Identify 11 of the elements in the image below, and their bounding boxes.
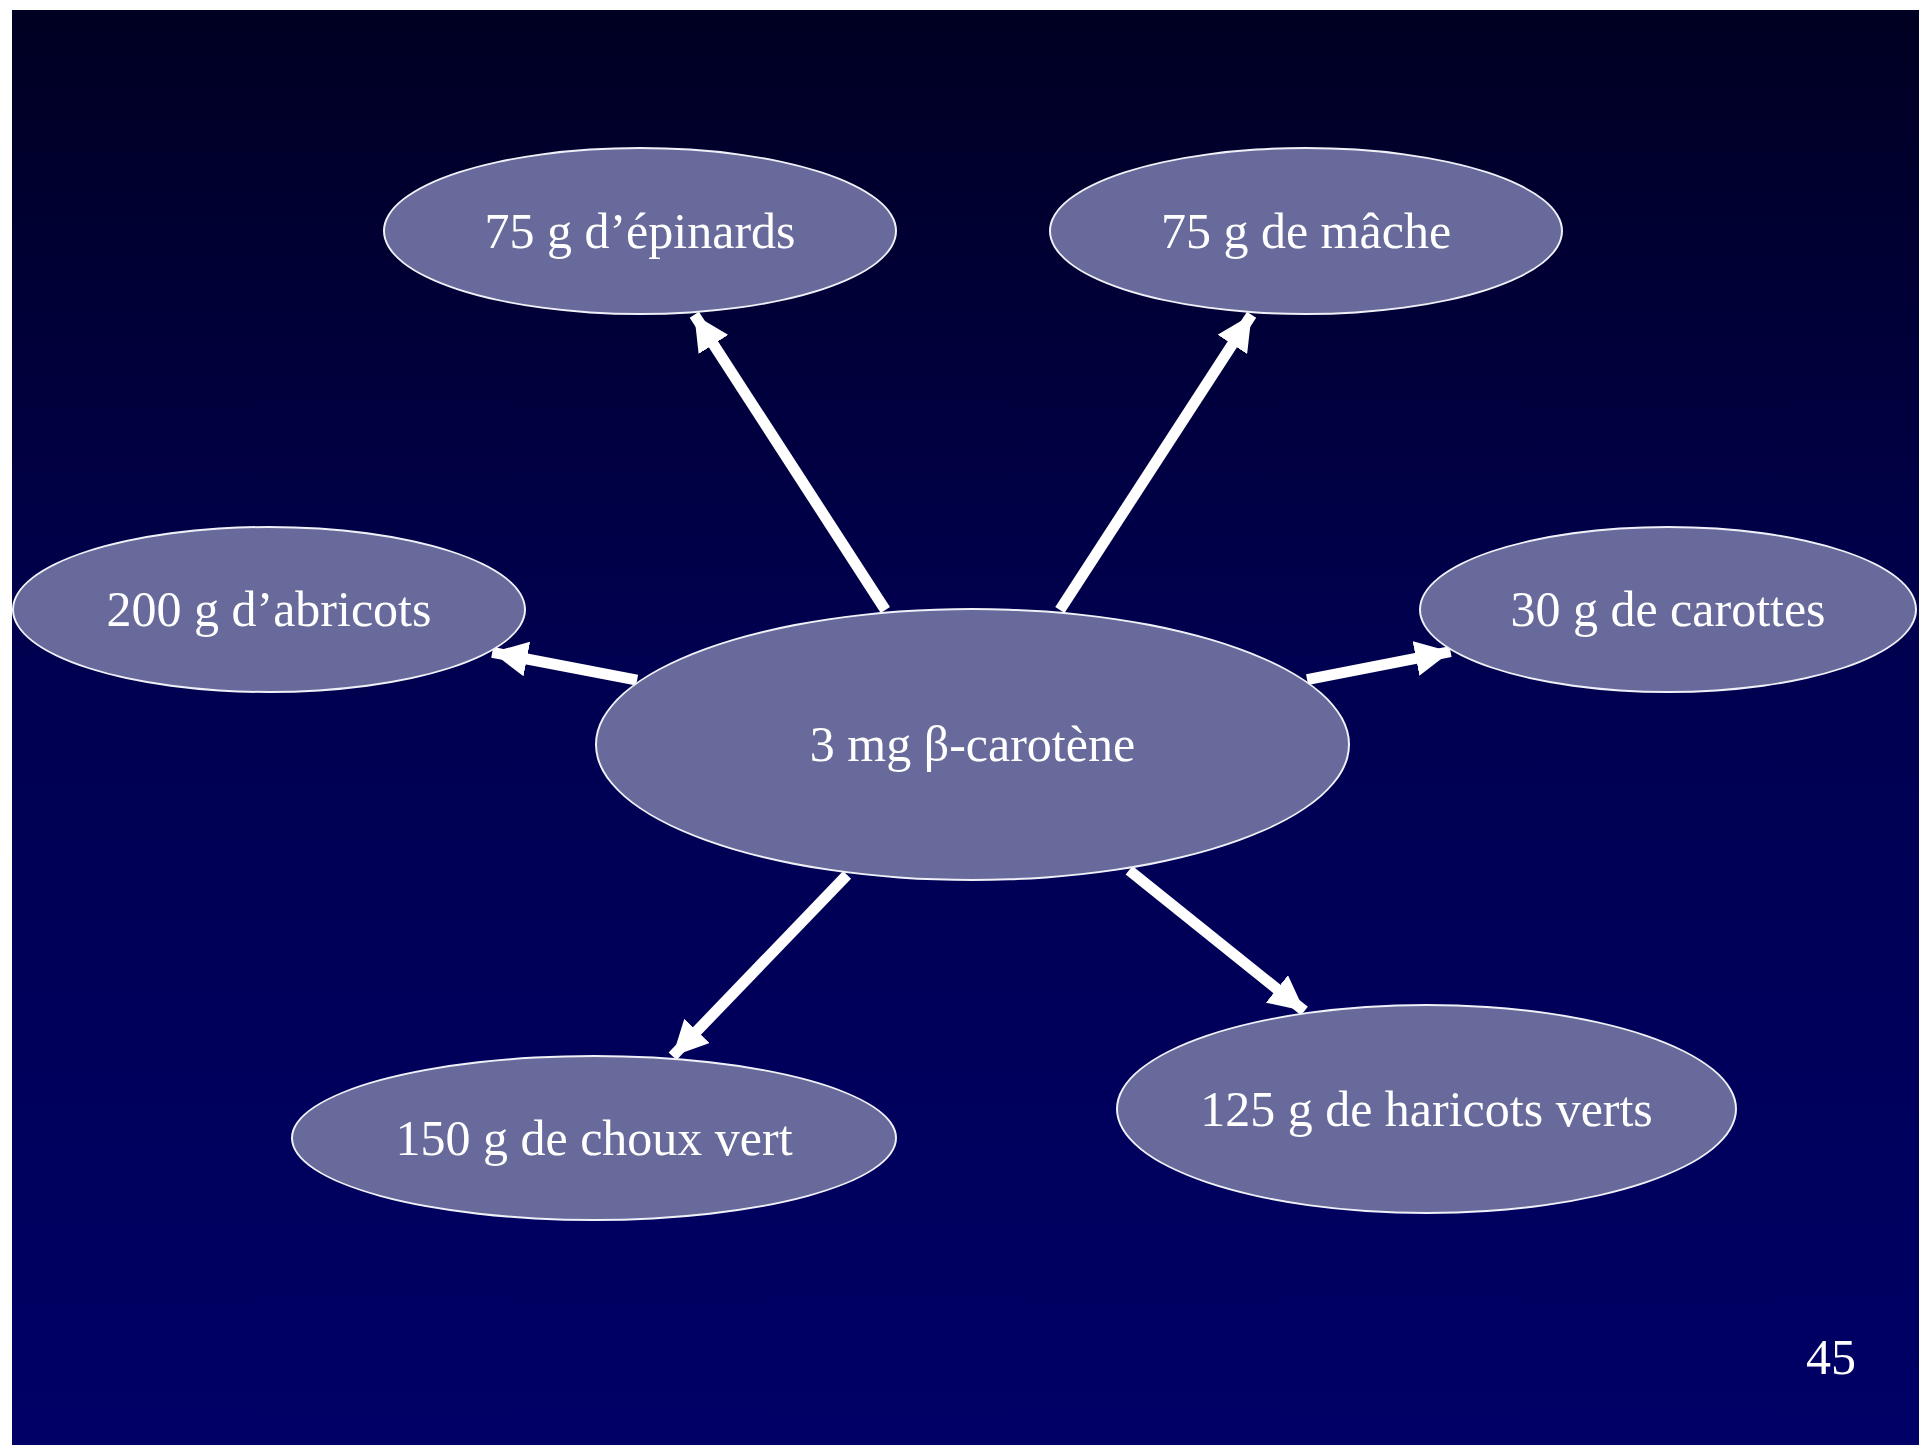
arrow bbox=[491, 641, 639, 686]
node-label: 75 g de mâche bbox=[1160, 203, 1452, 259]
node-label: 30 g de carottes bbox=[1510, 582, 1826, 637]
node-label: 200 g d’abricots bbox=[106, 582, 432, 637]
node-label: 125 g de haricots verts bbox=[1200, 1081, 1653, 1137]
page-number: 45 bbox=[1806, 1330, 1856, 1385]
node-label: 3 mg β-carotène bbox=[809, 717, 1136, 772]
node-label: 150 g de choux vert bbox=[395, 1110, 793, 1166]
arrow bbox=[1306, 641, 1452, 685]
arrow bbox=[1125, 865, 1308, 1016]
node-label: 75 g d’épinards bbox=[484, 203, 796, 259]
